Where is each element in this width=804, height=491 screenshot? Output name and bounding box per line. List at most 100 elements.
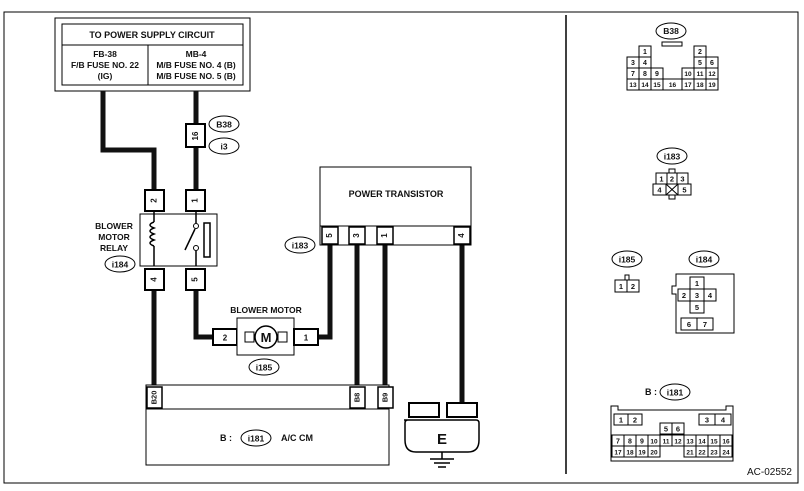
- b181-pin-2: 2: [633, 416, 637, 425]
- b38-pin-3: 3: [631, 60, 635, 67]
- i183-pin-1: 1: [659, 175, 663, 184]
- pinout-b38-label: B38: [663, 26, 679, 36]
- b38-inline-connector: 16 B38 i3: [185, 115, 240, 155]
- pinout-i185: i185 1 2: [611, 250, 643, 293]
- label-b38: B38: [216, 120, 232, 130]
- power-supply-title: TO POWER SUPPLY CIRCUIT: [89, 30, 215, 40]
- b38-pin-16: 16: [669, 82, 677, 89]
- label-i185: i185: [256, 363, 273, 373]
- b38-pin-19: 19: [708, 82, 716, 89]
- pinout-i183: i183 1 2 3 4 5: [652, 147, 692, 200]
- relay-pin-1: 1: [191, 198, 200, 203]
- i185-pin-1: 1: [619, 282, 623, 291]
- fuse-ig: (IG): [98, 71, 113, 81]
- b181-pin-18: 18: [626, 450, 634, 457]
- b38-pin-12: 12: [708, 71, 716, 78]
- b181-pin-19: 19: [638, 450, 646, 457]
- power-transistor-label: POWER TRANSISTOR: [349, 189, 444, 199]
- i184-pin-4: 4: [708, 291, 713, 300]
- pinout-i184: i184 1 2 3 4 5 6 7: [671, 250, 735, 334]
- blower-motor-label: BLOWER MOTOR: [230, 305, 302, 315]
- i184-pin-5: 5: [695, 303, 699, 312]
- b38-pin-14: 14: [641, 82, 649, 89]
- i184-pin-3: 3: [695, 291, 699, 300]
- wires: [100, 91, 465, 405]
- b38-pin-6: 6: [710, 60, 714, 67]
- label-i181: i181: [248, 434, 265, 444]
- figure-id: AC-02552: [747, 467, 792, 478]
- pin-16: 16: [191, 131, 200, 140]
- wire-fb22-to-relay: [100, 91, 157, 190]
- ground-e: E: [404, 402, 480, 468]
- b181-pin-1: 1: [619, 416, 623, 425]
- power-supply-box: TO POWER SUPPLY CIRCUIT FB-38 F/B FUSE N…: [54, 17, 251, 92]
- b181-pin-9: 9: [640, 439, 644, 446]
- motor-pin-2: 2: [223, 334, 228, 343]
- pinout-b181-label: i181: [667, 388, 684, 398]
- b181-pin-16: 16: [722, 439, 730, 446]
- blower-motor: BLOWER MOTOR 2 M 1 i185: [212, 305, 319, 376]
- b181-pin-11: 11: [663, 439, 670, 446]
- label-i184: i184: [112, 260, 129, 270]
- blower-motor-relay: 2 1 4 5 BLOWER MOTOR RELAY i184: [95, 189, 218, 291]
- power-transistor: POWER TRANSISTOR 5 3 1 4 i183: [284, 166, 472, 254]
- b181-pin-4: 4: [721, 416, 726, 425]
- b181-pin-23: 23: [710, 450, 718, 457]
- pinout-i185-label: i185: [619, 255, 636, 265]
- i184-pin-7: 7: [703, 320, 707, 329]
- i183-pin-4: 4: [657, 186, 662, 195]
- b38-pin-7: 7: [631, 71, 635, 78]
- b38-pin-18: 18: [696, 82, 704, 89]
- b181-pin-14: 14: [698, 439, 706, 446]
- relay-label-line1: BLOWER: [95, 221, 133, 231]
- pt-pin-1: 1: [380, 233, 389, 238]
- pinout-b181-prefix: B :: [645, 387, 657, 397]
- b181-pin-20: 20: [650, 450, 658, 457]
- i184-pin-2: 2: [682, 291, 686, 300]
- pt-pin-5: 5: [325, 233, 334, 238]
- b181-pin-22: 22: [698, 450, 706, 457]
- b38-pin-8: 8: [643, 71, 647, 78]
- pt-pin-3: 3: [352, 233, 361, 238]
- acm-pin-b20: B20: [149, 391, 158, 405]
- b38-pin-1: 1: [643, 49, 647, 56]
- relay-pin-2: 2: [150, 198, 159, 203]
- motor-symbol: M: [261, 330, 272, 345]
- b181-pin-7: 7: [616, 439, 620, 446]
- b38-pin-5: 5: [698, 60, 702, 67]
- pinout-i184-label: i184: [696, 255, 713, 265]
- i183-pin-2: 2: [670, 175, 674, 184]
- relay-label-line2: MOTOR: [98, 232, 129, 242]
- b181-pin-21: 21: [686, 450, 694, 457]
- wire-relay-to-motor: [193, 290, 213, 340]
- i185-pin-2: 2: [631, 282, 635, 291]
- b181-pin-15: 15: [710, 439, 718, 446]
- fuse-fb22: F/B FUSE NO. 22: [71, 60, 139, 70]
- b181-pin-12: 12: [674, 439, 682, 446]
- relay-pin-4: 4: [150, 277, 159, 282]
- b181-pin-6: 6: [676, 425, 680, 434]
- i183-pin-5: 5: [682, 186, 686, 195]
- pinout-b38: B38 1 2 3 4 5 6 7 8 9 10 11 12 13 14 15 …: [626, 22, 719, 91]
- acm-name: A/C CM: [281, 433, 313, 443]
- acm-connector-prefix: B :: [220, 433, 232, 443]
- b38-pin-9: 9: [655, 71, 659, 78]
- ac-control-module: B20 B8 B9 B : i181 A/C CM: [145, 384, 394, 466]
- acm-pin-b9: B9: [380, 393, 389, 403]
- pinout-i183-label: i183: [664, 152, 681, 162]
- fuse-mb4-no4: M/B FUSE NO. 4 (B): [156, 60, 236, 70]
- b38-pin-13: 13: [629, 82, 637, 89]
- relay-label-line3: RELAY: [100, 243, 128, 253]
- fuse-fb38: FB-38: [93, 49, 117, 59]
- fuse-mb4-no5: M/B FUSE NO. 5 (B): [156, 71, 236, 81]
- label-i3: i3: [220, 142, 227, 152]
- b181-pin-8: 8: [628, 439, 632, 446]
- i184-pin-1: 1: [695, 279, 699, 288]
- wire-motor-to-pt5: [318, 245, 333, 340]
- b38-pin-4: 4: [643, 60, 647, 67]
- acm-pin-b8: B8: [352, 393, 361, 403]
- pinout-b181: B : i181 1 2 3 4 5 6 7 8 9 10 11 12 13 1…: [610, 383, 734, 462]
- b181-pin-5: 5: [664, 425, 668, 434]
- b181-pin-10: 10: [650, 439, 658, 446]
